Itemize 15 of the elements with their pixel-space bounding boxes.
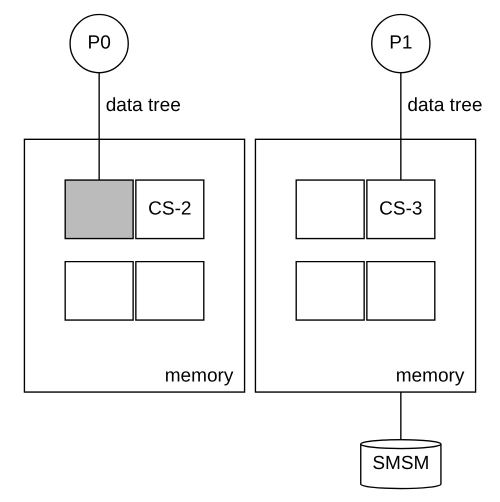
node-box — [64, 260, 134, 320]
connector — [400, 392, 402, 439]
node-circle: P1 — [371, 13, 431, 73]
node-box — [296, 260, 365, 320]
edge-label: data tree — [106, 94, 181, 116]
node-box — [296, 178, 365, 239]
connector — [98, 72, 100, 180]
node-box — [64, 178, 134, 239]
node-box — [366, 260, 436, 320]
node-circle: P0 — [69, 13, 129, 73]
edge-label: data tree — [407, 94, 482, 116]
node-box: CS-3 — [366, 178, 436, 239]
node-box — [135, 260, 204, 320]
node-box: CS-2 — [135, 178, 204, 239]
connector — [400, 72, 402, 180]
